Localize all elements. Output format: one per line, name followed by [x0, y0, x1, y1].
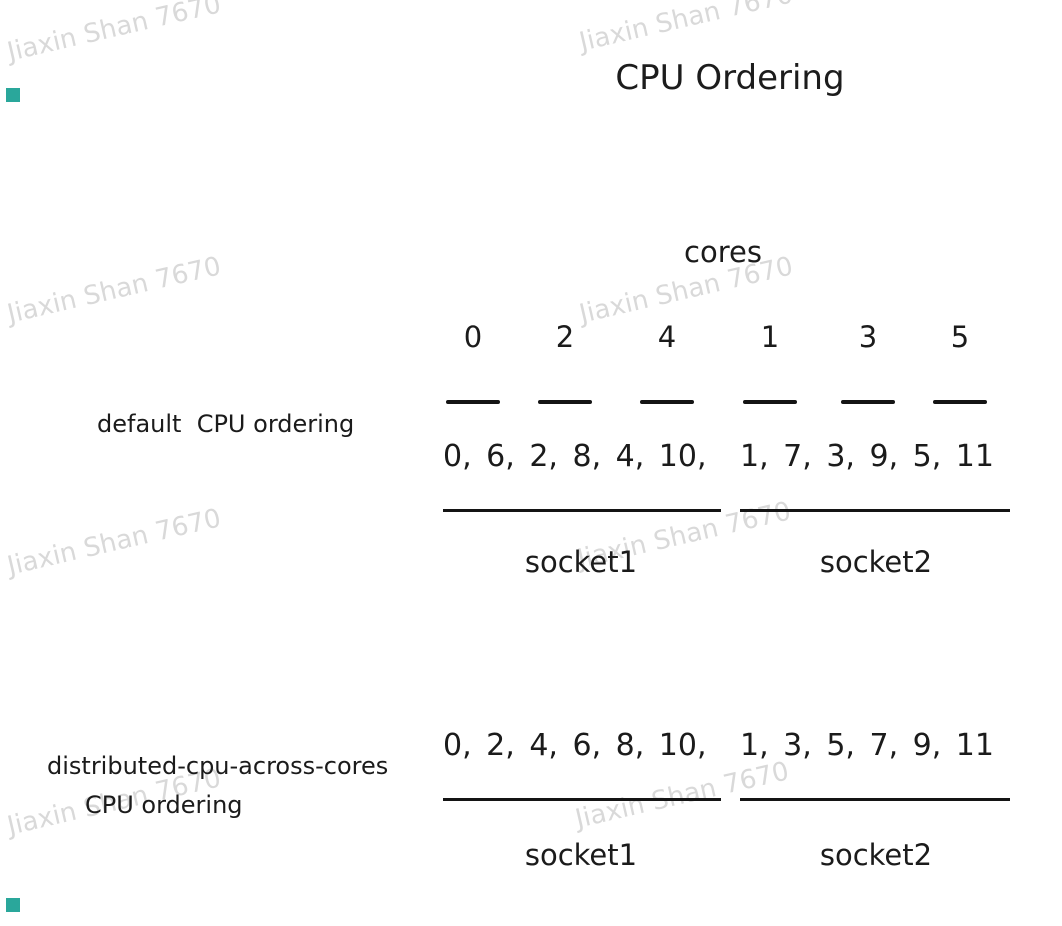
default-socket2-cpu-list: 1, 7, 3, 9, 5, 11 [740, 439, 994, 474]
core-tick-line [538, 400, 592, 404]
core-number: 4 [657, 320, 677, 354]
accent-square [6, 88, 20, 102]
distributed-ordering-label-line1: distributed-cpu-across-cores [47, 752, 389, 780]
default-socket1-cpu-list: 0, 6, 2, 8, 4, 10, [443, 439, 707, 474]
core-tick-line [933, 400, 987, 404]
watermark-text: Jiaxin Shan 7670 [576, 0, 796, 58]
core-number: 2 [555, 320, 575, 354]
default-socket2-underline [740, 509, 1010, 512]
watermark-text: Jiaxin Shan 7670 [572, 756, 792, 835]
distributed-socket1-cpu-list: 0, 2, 4, 6, 8, 10, [443, 728, 707, 763]
default-ordering-label: default CPU ordering [97, 410, 355, 438]
distributed-socket2-underline [740, 798, 1010, 801]
core-tick-line [841, 400, 895, 404]
core-tick-line [743, 400, 797, 404]
default-socket2-label: socket2 [819, 545, 933, 579]
core-number: 5 [950, 320, 970, 354]
core-tick-line [640, 400, 694, 404]
core-number: 1 [760, 320, 780, 354]
page-title: CPU Ordering [615, 58, 845, 98]
distributed-socket2-label: socket2 [819, 838, 933, 872]
core-number: 0 [463, 320, 483, 354]
accent-square [6, 898, 20, 912]
core-number: 3 [858, 320, 878, 354]
core-tick-line [446, 400, 500, 404]
default-socket1-underline [443, 509, 721, 512]
watermark-text: Jiaxin Shan 7670 [4, 503, 224, 582]
watermark-text: Jiaxin Shan 7670 [4, 251, 224, 330]
default-socket1-label: socket1 [524, 545, 638, 579]
distributed-socket1-underline [443, 798, 721, 801]
cores-label: cores [684, 235, 762, 269]
distributed-socket2-cpu-list: 1, 3, 5, 7, 9, 11 [740, 728, 994, 763]
distributed-socket1-label: socket1 [524, 838, 638, 872]
watermark-text: Jiaxin Shan 7670 [4, 0, 224, 68]
distributed-ordering-label-line2: CPU ordering [85, 791, 243, 819]
